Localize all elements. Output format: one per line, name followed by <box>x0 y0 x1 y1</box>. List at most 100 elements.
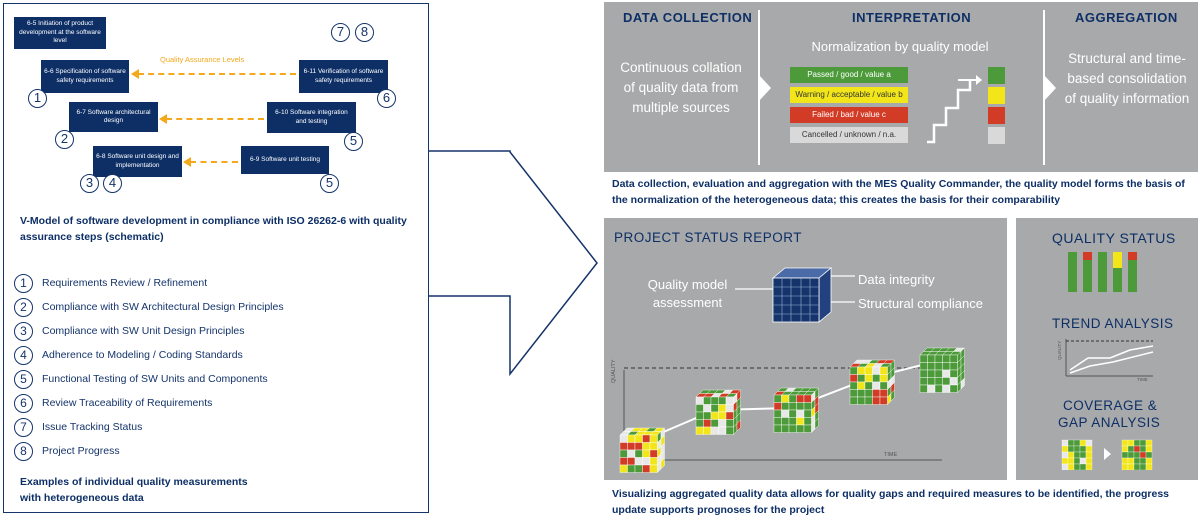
interpretation-subtitle: Normalization by quality model <box>811 39 989 54</box>
quality-bar-cancelled: Cancelled / unknown / n.a. <box>790 127 908 143</box>
interpretation-title: INTERPRETATION <box>852 10 972 25</box>
coverage-cell <box>1121 451 1129 459</box>
coverage-cell <box>1067 439 1075 447</box>
top-divider-1 <box>758 10 760 165</box>
coverage-cell <box>1073 439 1081 447</box>
data-collection-text: Continuous collation of quality data fro… <box>620 60 742 115</box>
quality-status-bar <box>1128 252 1137 292</box>
norm-square-grey <box>988 127 1005 144</box>
big-arrow <box>428 150 598 376</box>
vmodel-box-6-11: 6-11 Verification of software safety req… <box>299 60 388 93</box>
coverage-cell <box>1079 445 1087 453</box>
coverage-cell <box>1079 439 1087 447</box>
coverage-cell <box>1079 463 1087 470</box>
status-title: PROJECT STATUS REPORT <box>614 230 803 245</box>
coverage-cell <box>1061 451 1069 459</box>
status-chart <box>619 347 965 473</box>
legend-number: 8 <box>14 441 33 461</box>
coverage-cell <box>1079 451 1087 459</box>
coverage-cell <box>1139 451 1147 459</box>
vmodel-box-6-6: 6-6 Specification of software safety req… <box>41 60 129 93</box>
coverage-cell <box>1139 445 1147 453</box>
data-integrity-label: Data integrity <box>858 272 935 287</box>
vmodel-box-6-8: 6-8 Software unit design and implementat… <box>93 146 182 177</box>
quality-status-bar <box>1113 252 1122 292</box>
vmodel-circle-4: 4 <box>103 174 122 193</box>
vmodel-title: V-Model of software development in compl… <box>20 215 407 243</box>
coverage-cell <box>1121 439 1129 447</box>
legend-number: 3 <box>14 321 33 341</box>
vmodel-box-6-7: 6-7 Software architectural design <box>69 102 158 132</box>
quality-cube-icon <box>735 267 855 323</box>
top-caption: Data collection, evaluation and aggregat… <box>612 178 1185 206</box>
coverage-cell <box>1061 457 1069 465</box>
coverage-cell <box>1133 451 1141 459</box>
coverage-cell <box>1121 457 1129 465</box>
vmodel-box-6-10: 6-10 Software integration and testing <box>267 102 356 133</box>
quality-cube-graphic <box>695 389 741 435</box>
coverage-cell <box>1139 457 1147 465</box>
vmodel-circle-7: 7 <box>331 23 350 42</box>
chevron-1-icon <box>759 75 771 101</box>
coverage-cell <box>1139 463 1147 470</box>
qa-arrow-1 <box>138 73 296 75</box>
quality-status-bar <box>1083 252 1092 292</box>
quality-cube-graphic <box>849 359 895 405</box>
coverage-cell <box>1133 457 1141 465</box>
vmodel-circle-1: 1 <box>28 89 47 108</box>
legend-text: Functional Testing of SW Units and Compo… <box>42 373 268 385</box>
coverage-cell <box>1127 457 1135 465</box>
vmodel-box-6-9: 6-9 Software unit testing <box>241 146 329 174</box>
quality-status-bar <box>1068 252 1077 292</box>
trend-axis-quality: QUALITY <box>1057 340 1062 360</box>
left-panel <box>3 3 429 513</box>
quality-bar-passed: Passed / good / value a <box>790 67 908 83</box>
chevron-2-icon <box>1044 75 1056 101</box>
coverage-cell <box>1073 463 1081 470</box>
qm-assessment-label: Quality model assessment <box>647 277 728 310</box>
vmodel-circle-2: 2 <box>55 130 74 149</box>
coverage-cell <box>1067 451 1075 459</box>
quality-status-title: QUALITY STATUS <box>1052 230 1176 246</box>
coverage-cell <box>1061 439 1069 447</box>
status-axis-time: TIME <box>884 452 898 458</box>
coverage-cell <box>1085 451 1093 459</box>
qa-arrow-3 <box>190 161 238 163</box>
coverage-cell <box>1085 445 1093 453</box>
norm-square-green <box>988 67 1005 84</box>
vmodel-circle-3: 3 <box>80 174 99 193</box>
coverage-cell <box>1133 463 1141 470</box>
legend-item-5: 5 Functional Testing of SW Units and Comp… <box>14 369 268 389</box>
coverage-cell <box>1061 463 1069 470</box>
coverage-title-line2: GAP ANALYSIS <box>1058 415 1161 430</box>
qa-arrowhead-3 <box>183 157 191 167</box>
legend-text: Requirements Review / Refinement <box>42 277 208 289</box>
coverage-cell <box>1145 445 1153 453</box>
coverage-cell <box>1139 439 1147 447</box>
coverage-title-line1: COVERAGE & <box>1063 398 1158 413</box>
coverage-cell <box>1067 445 1075 453</box>
legend-number: 6 <box>14 393 33 413</box>
qa-arrowhead-1 <box>131 69 139 79</box>
trend-axis-time: TIME <box>1137 377 1148 382</box>
coverage-cell <box>1127 439 1135 447</box>
quality-status-bars <box>1068 252 1148 292</box>
quality-cube-graphic <box>919 347 965 393</box>
coverage-cell <box>1073 457 1081 465</box>
coverage-cell <box>1067 457 1075 465</box>
aggregation-title: AGGREGATION <box>1075 10 1178 25</box>
legend-number: 5 <box>14 369 33 389</box>
qa-levels-label: Quality Assurance Levels <box>160 55 245 64</box>
vmodel-box-6-5: 6-5 Initiation of product development at… <box>14 17 106 49</box>
coverage-cell <box>1145 463 1153 470</box>
coverage-cell <box>1073 445 1081 453</box>
aggregation-text: Structural and time-based consolidation … <box>1064 51 1190 106</box>
coverage-cell <box>1067 463 1075 470</box>
quality-bar-failed: Failed / bad / value c <box>790 107 908 123</box>
status-axis-quality: QUALITY <box>611 359 617 383</box>
coverage-cell <box>1145 451 1153 459</box>
data-collection-title: DATA COLLECTION <box>623 10 753 25</box>
